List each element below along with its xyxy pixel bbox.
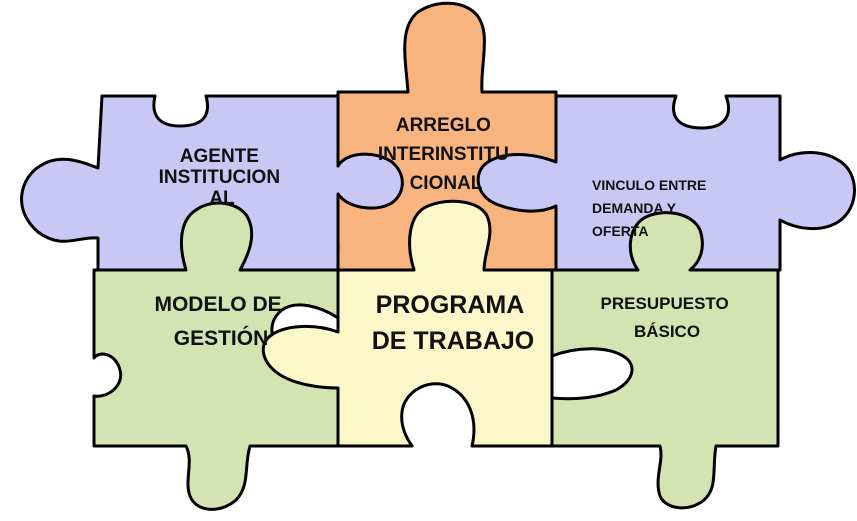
label-line: INSTITUCION (159, 167, 280, 188)
piece-presupuesto-basico (550, 211, 780, 510)
label-vinculo-demanda-oferta: VINCULO ENTRE DEMANDA Y OFERTA (592, 177, 710, 239)
label-modelo-de-gestion: MODELO DE GESTIÓN (154, 293, 287, 350)
label-line: MODELO DE (154, 293, 281, 316)
label-line: DEMANDA Y (592, 200, 677, 216)
label-line: CIONAL (410, 173, 483, 194)
label-line: OFERTA (592, 223, 649, 239)
label-line: DE TRABAJO (372, 327, 535, 355)
label-line: AL (209, 188, 235, 209)
piece-vinculo-demanda-oferta (476, 94, 856, 272)
label-line: PRESUPUESTO (601, 294, 729, 313)
label-programa-de-trabajo: PROGRAMA DE TRABAJO (372, 291, 535, 355)
label-line: VINCULO ENTRE (592, 177, 706, 193)
piece-programa-de-trabajo (261, 199, 554, 448)
label-line: BÁSICO (634, 322, 700, 341)
label-line: ARREGLO (396, 115, 491, 136)
label-arreglo-interinstitucional: ARREGLO INTERINSTITU CIONAL (378, 115, 514, 194)
piece-agente-institucional (20, 94, 404, 272)
label-agente-institucional: AGENTE INSTITUCION AL (159, 146, 286, 209)
label-line: PROGRAMA (376, 291, 525, 319)
label-line: AGENTE (180, 146, 259, 167)
label-line: INTERINSTITU (378, 144, 509, 165)
label-presupuesto-basico: PRESUPUESTO BÁSICO (601, 294, 734, 341)
label-line: GESTIÓN (174, 326, 269, 350)
